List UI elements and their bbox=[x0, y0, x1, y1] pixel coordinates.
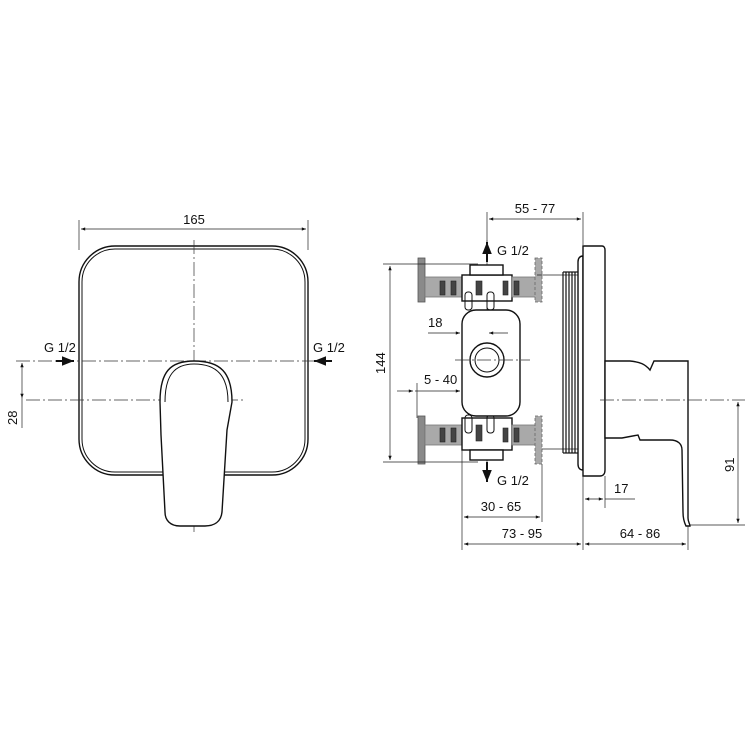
thread-mark bbox=[450, 280, 457, 296]
cover-plate-side bbox=[582, 245, 606, 477]
thread-mark bbox=[513, 280, 520, 296]
thread-mark bbox=[502, 427, 509, 443]
stop-valve-handle-right-top bbox=[534, 257, 543, 303]
dimension-28-label: 28 bbox=[5, 411, 20, 425]
inlet-right-label: G 1/2 bbox=[313, 340, 345, 355]
dimension-5-40-label: 5 - 40 bbox=[424, 372, 457, 387]
lever-handle bbox=[159, 360, 233, 527]
thread-mark bbox=[513, 427, 520, 443]
bottom-outlet-label: G 1/2 bbox=[497, 473, 529, 488]
thread-mark bbox=[502, 280, 509, 296]
top-nut bbox=[469, 264, 504, 276]
stop-valve-handle-left-top bbox=[417, 257, 426, 303]
dimension-73-95-label: 73 - 95 bbox=[502, 526, 542, 541]
dimension-17-label: 17 bbox=[614, 481, 628, 496]
top-outlet-label: G 1/2 bbox=[497, 243, 529, 258]
dimension-30-65-label: 30 - 65 bbox=[481, 499, 521, 514]
thread-mark bbox=[450, 427, 457, 443]
slot bbox=[464, 291, 473, 311]
front-view: 165 G 1/2 G 1/2 28 bbox=[5, 212, 345, 532]
thread-mark bbox=[475, 280, 483, 296]
bottom-nut bbox=[469, 449, 504, 461]
thread-mark bbox=[475, 424, 483, 442]
plate-seal bbox=[577, 255, 584, 471]
inlet-left-label: G 1/2 bbox=[44, 340, 76, 355]
dimension-18-label: 18 bbox=[428, 315, 442, 330]
thread-mark bbox=[439, 280, 446, 296]
slot bbox=[464, 414, 473, 434]
dimension-144-label: 144 bbox=[373, 352, 388, 374]
dimension-91-label: 91 bbox=[722, 458, 737, 472]
dimension-165-label: 165 bbox=[183, 212, 205, 227]
dimension-55-77-label: 55 - 77 bbox=[515, 201, 555, 216]
side-view: 55 - 77 G 1/2 bbox=[373, 201, 745, 550]
stop-valve-handle-right-bottom bbox=[534, 415, 543, 465]
lever-edge bbox=[164, 363, 229, 403]
thread-mark bbox=[439, 427, 446, 443]
threaded-sleeve bbox=[562, 271, 578, 454]
stop-valve-handle-left-bottom bbox=[417, 415, 426, 465]
lever-side-profile bbox=[604, 360, 691, 527]
dimension-64-86-label: 64 - 86 bbox=[620, 526, 660, 541]
